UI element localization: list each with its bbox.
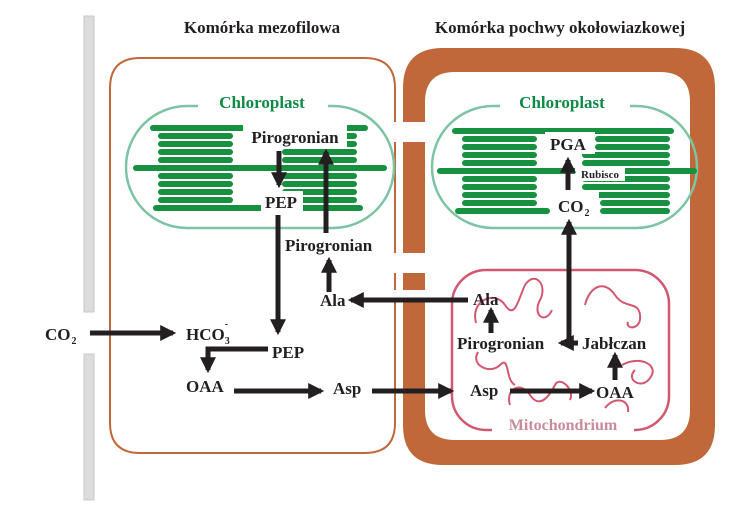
co2-chloroplast: CO2 [558,197,590,219]
asp-mito: Asp [470,381,498,400]
jablczan-malate: Jabłczan [582,334,647,353]
oaa-mito: OAA [596,383,635,402]
cristae [474,277,654,413]
chloroplast-right [430,94,699,230]
asp-cytosol: Asp [333,379,361,398]
rubisco-enzyme-label: Rubisco [581,169,619,181]
plasma-membrane-bar [83,15,95,501]
mitochondrium [450,268,671,435]
bundle-sheath-cell-title: Komórka pochwy okołowiazkowej [435,18,685,37]
arrow-pep-to-oaa [199,346,268,374]
pirogronian-mito: Pirogronian [457,334,545,353]
pirogronian-cytosol: Pirogronian [285,236,373,255]
hco3-bicarbonate: HCO3- [186,319,230,347]
mesophyll-cell-title: Komórka mezofilowa [184,18,341,37]
oaa-cytosol: OAA [186,377,225,396]
pathway-arrows [90,148,624,400]
mesophyll-cell-wall [109,57,396,454]
pga: PGA [550,135,587,154]
chloroplast-left-label: Chloroplast [219,93,305,112]
ala-cytosol: Ala [320,291,346,310]
chloroplast-left [124,94,396,230]
mitochondrium-label: Mitochondrium [509,417,618,434]
bundle-sheath-cell-wall [403,48,715,465]
pirogronian-chloroplast: Pirogronian [251,128,339,147]
co2-outside: CO2 [45,325,77,347]
pep-cytosol: PEP [272,343,304,362]
ala-mito: Ala [473,290,499,309]
chloroplast-right-label: Chloroplast [519,93,605,112]
pep-chloroplast: PEP [265,193,297,212]
